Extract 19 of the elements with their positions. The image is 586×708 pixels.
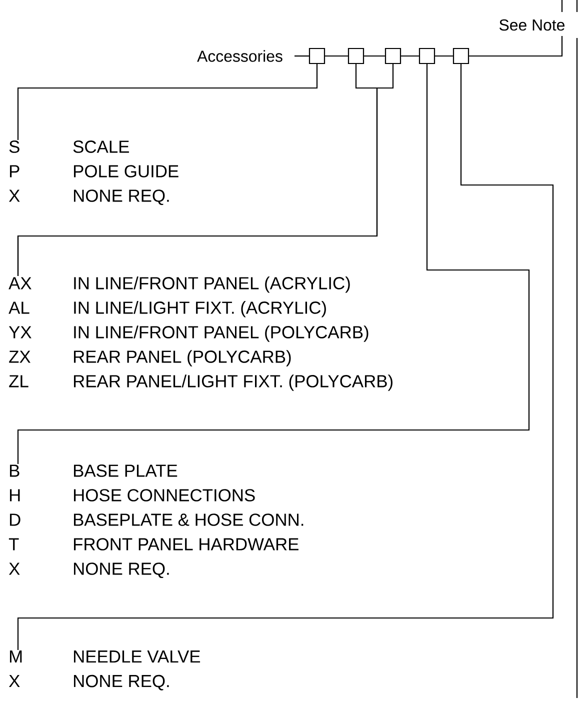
connector-line xyxy=(17,64,530,464)
note-label: See Note xyxy=(499,19,564,31)
option-list: AX IN LINE/FRONT PANEL (ACRYLIC) AL IN LINE/LIGHT FIXT. (ACRYLIC) YX IN LINE/FRONT PANEL (POLYCARB) ZX REAR PANEL (POLYCARB) ZL REAR PANEL/LIGHT FIXT. (POLYCARB) xyxy=(8,276,392,391)
callout-label: Accessories xyxy=(197,50,282,62)
connector-line xyxy=(435,55,453,57)
connector-line xyxy=(469,36,563,57)
code-box xyxy=(384,48,402,64)
code-box xyxy=(418,48,436,64)
connector-line xyxy=(17,64,318,140)
connector-line xyxy=(325,55,348,57)
connector-line xyxy=(364,55,385,57)
option-list: B BASE PLATE H HOSE CONNECTIONS D BASEPLATE & HOSE CONN. T FRONT PANEL HARDWARE X NONE REQ. xyxy=(8,464,304,578)
option-list: S SCALE P POLE GUIDE X NONE REQ. xyxy=(8,140,178,206)
option-list: M NEEDLE VALVE X NONE REQ. xyxy=(8,650,200,690)
code-box xyxy=(348,48,364,64)
connector-line xyxy=(17,64,554,650)
connector-line xyxy=(401,55,419,57)
code-box xyxy=(452,48,470,64)
code-box xyxy=(308,48,326,64)
